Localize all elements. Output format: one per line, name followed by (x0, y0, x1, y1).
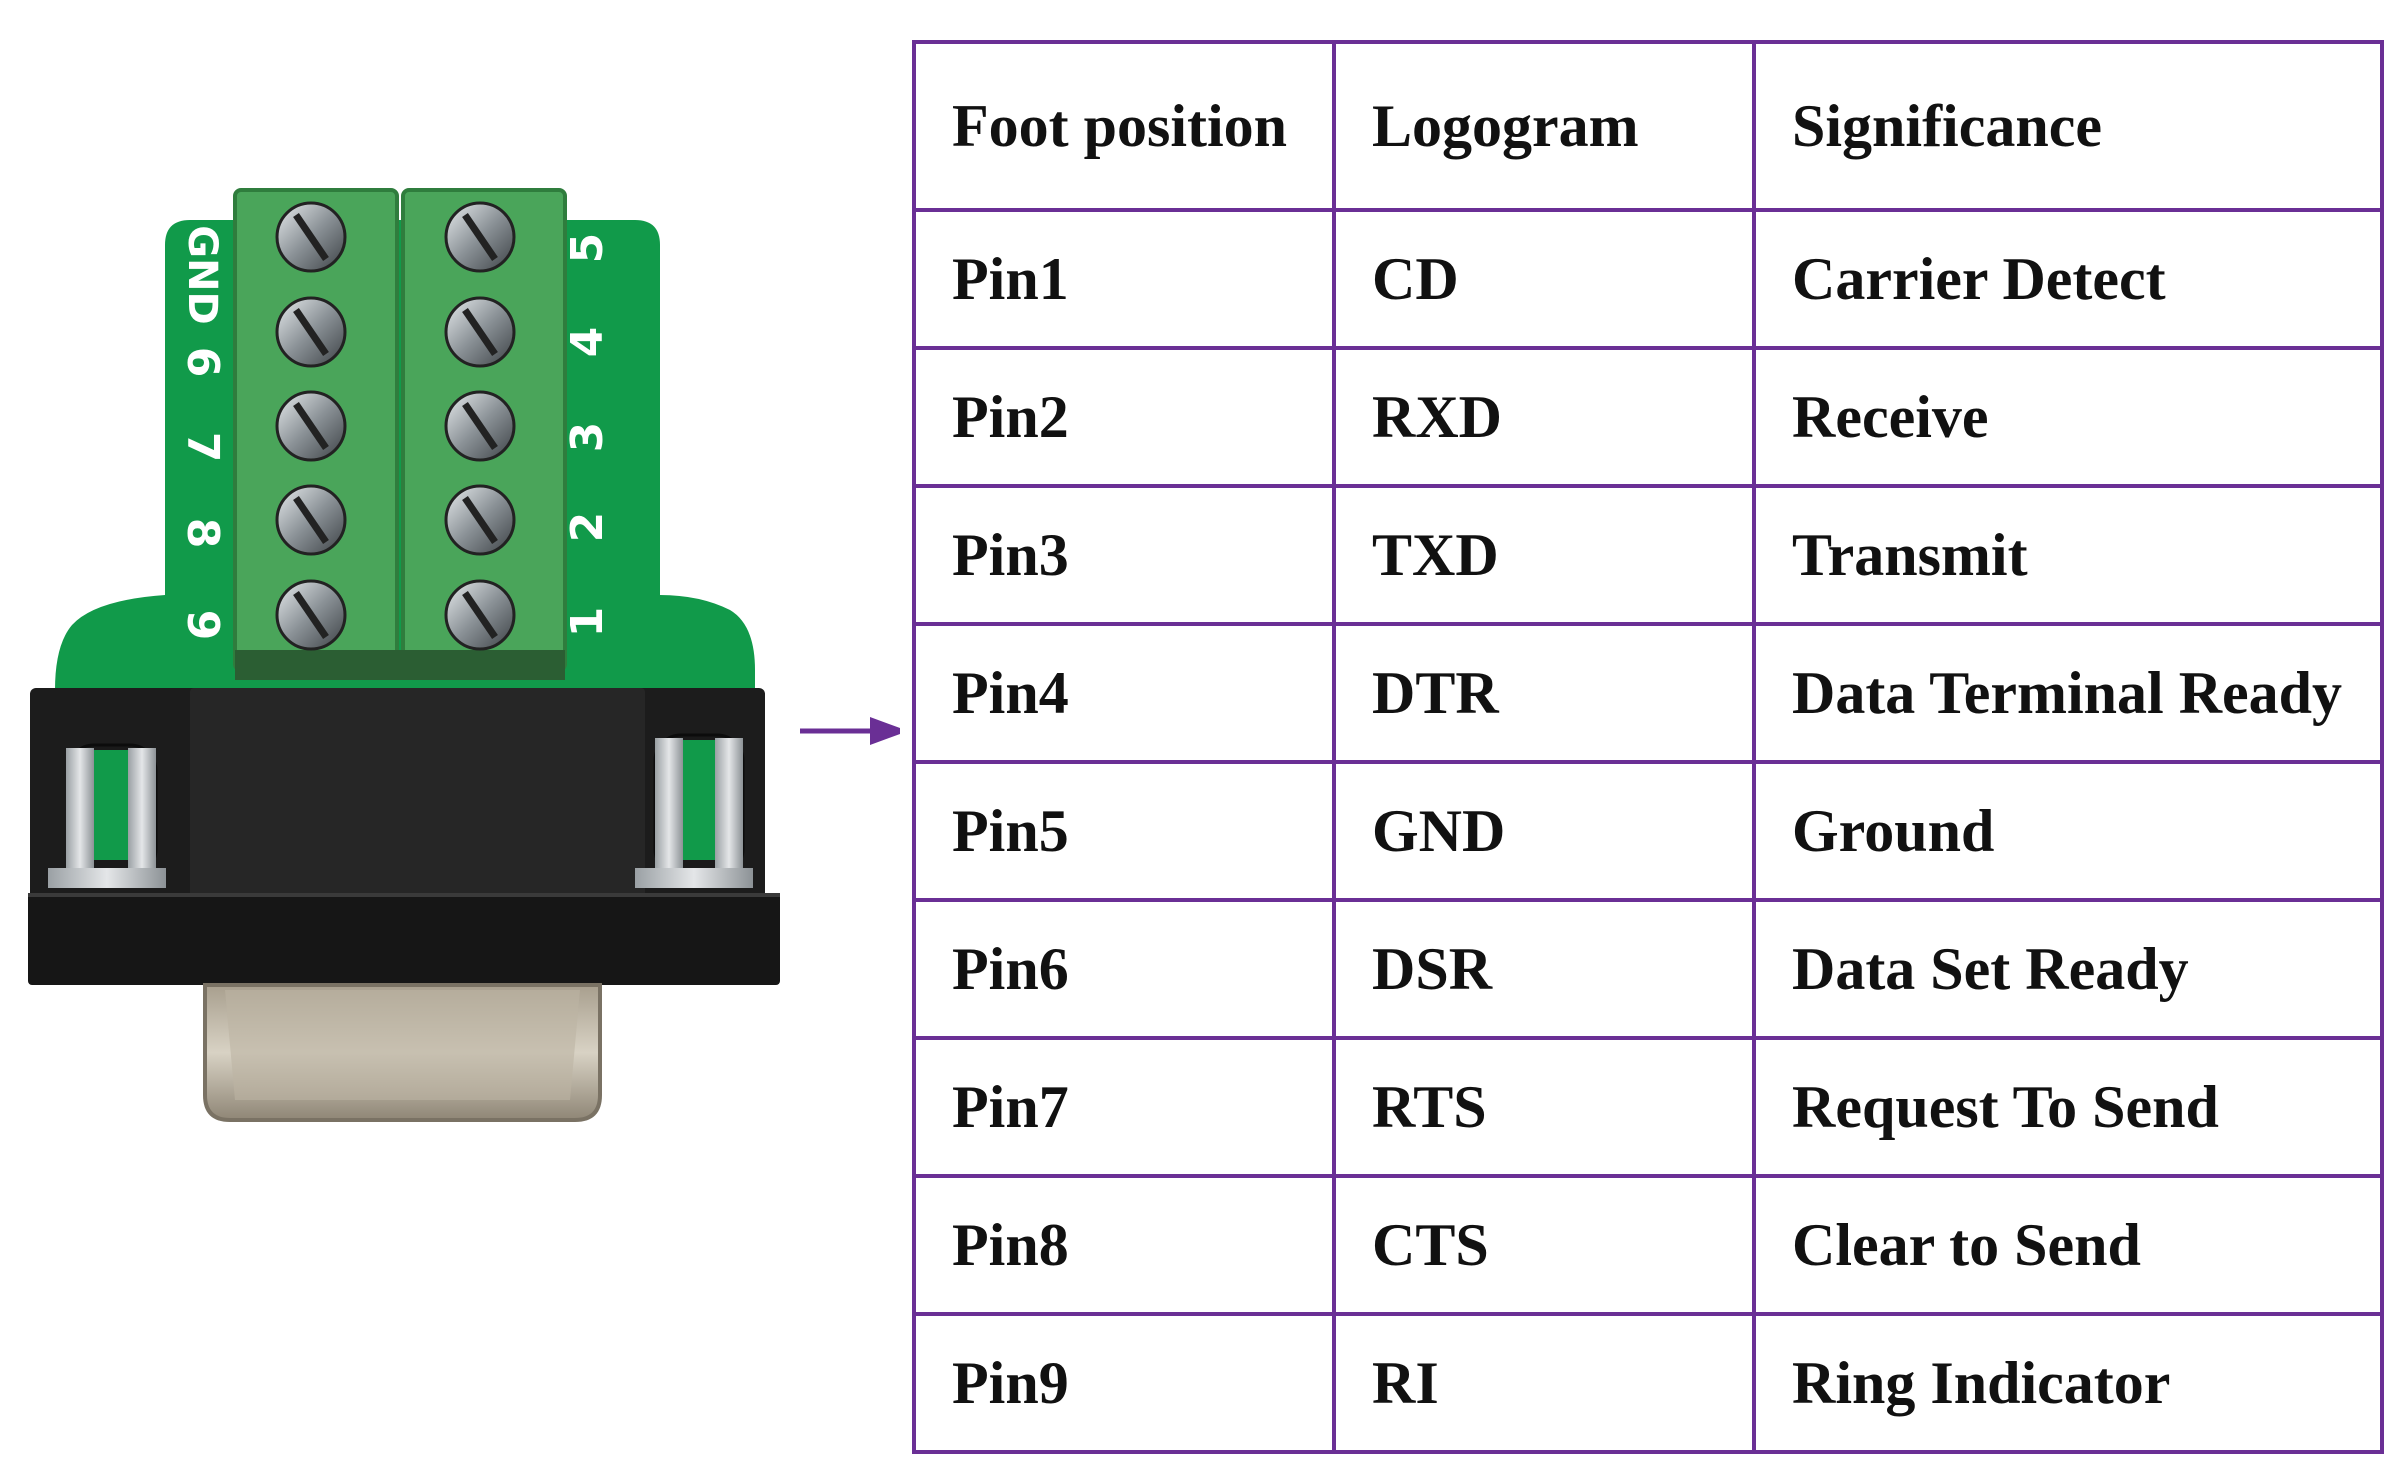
cell-significance: Ring Indicator (1752, 1312, 2384, 1454)
table-header-row: Foot position Logogram Significance (912, 40, 2384, 212)
cell-significance: Transmit (1752, 484, 2384, 626)
cell-significance: Clear to Send (1752, 1174, 2384, 1316)
mounting-clip-right (635, 733, 753, 888)
header-significance: Significance (1752, 40, 2384, 212)
db9-connector-illustration: GND 6 7 8 9 5 4 3 2 1 (28, 188, 900, 1122)
cell-foot-position: Pin3 (912, 484, 1336, 626)
cell-logogram: GND (1332, 760, 1756, 902)
header-logogram: Logogram (1332, 40, 1756, 212)
pcb-label-gnd: GND (179, 225, 225, 325)
pcb-label-4: 4 (562, 327, 613, 358)
screws-right (444, 201, 516, 651)
pcb-label-5: 5 (562, 233, 613, 264)
cell-logogram: RXD (1332, 346, 1756, 488)
screws-left (275, 201, 347, 651)
pcb-label-3: 3 (562, 422, 613, 453)
cell-logogram: RI (1332, 1312, 1756, 1454)
pcb-labels-right: 5 4 3 2 1 (562, 233, 613, 638)
cell-foot-position: Pin8 (912, 1174, 1336, 1316)
cell-foot-position: Pin7 (912, 1036, 1336, 1178)
cell-foot-position: Pin2 (912, 346, 1336, 488)
cell-significance: Request To Send (1752, 1036, 2384, 1178)
cell-foot-position: Pin6 (912, 898, 1336, 1040)
cell-foot-position: Pin4 (912, 622, 1336, 764)
cell-significance: Data Terminal Ready (1752, 622, 2384, 764)
cell-foot-position: Pin1 (912, 208, 1336, 350)
pcb-label-9: 9 (177, 610, 228, 641)
housing-flange (28, 893, 780, 985)
pcb-label-1: 1 (562, 607, 613, 638)
pcb-label-8: 8 (177, 518, 228, 549)
pcb-label-6: 6 (177, 347, 228, 378)
pcb-label-7: 7 (177, 432, 228, 463)
arrow-icon (800, 717, 900, 745)
cell-significance: Receive (1752, 346, 2384, 488)
cell-significance: Carrier Detect (1752, 208, 2384, 350)
header-foot-position: Foot position (912, 40, 1336, 212)
cell-logogram: DTR (1332, 622, 1756, 764)
pin-definition-table: Foot position Logogram Significance Pin1… (912, 40, 2384, 1454)
pcb-labels-left: GND 6 7 8 9 (177, 225, 228, 640)
cell-significance: Data Set Ready (1752, 898, 2384, 1040)
mounting-clip-left (48, 743, 166, 888)
pcb-label-2: 2 (562, 512, 613, 543)
cell-logogram: RTS (1332, 1036, 1756, 1178)
cell-logogram: TXD (1332, 484, 1756, 626)
cell-logogram: CD (1332, 208, 1756, 350)
pin-table-body: Foot position Logogram Significance Pin1… (912, 40, 2384, 1454)
cell-logogram: CTS (1332, 1174, 1756, 1316)
cell-foot-position: Pin5 (912, 760, 1336, 902)
cell-significance: Ground (1752, 760, 2384, 902)
cell-logogram: DSR (1332, 898, 1756, 1040)
cell-foot-position: Pin9 (912, 1312, 1336, 1454)
